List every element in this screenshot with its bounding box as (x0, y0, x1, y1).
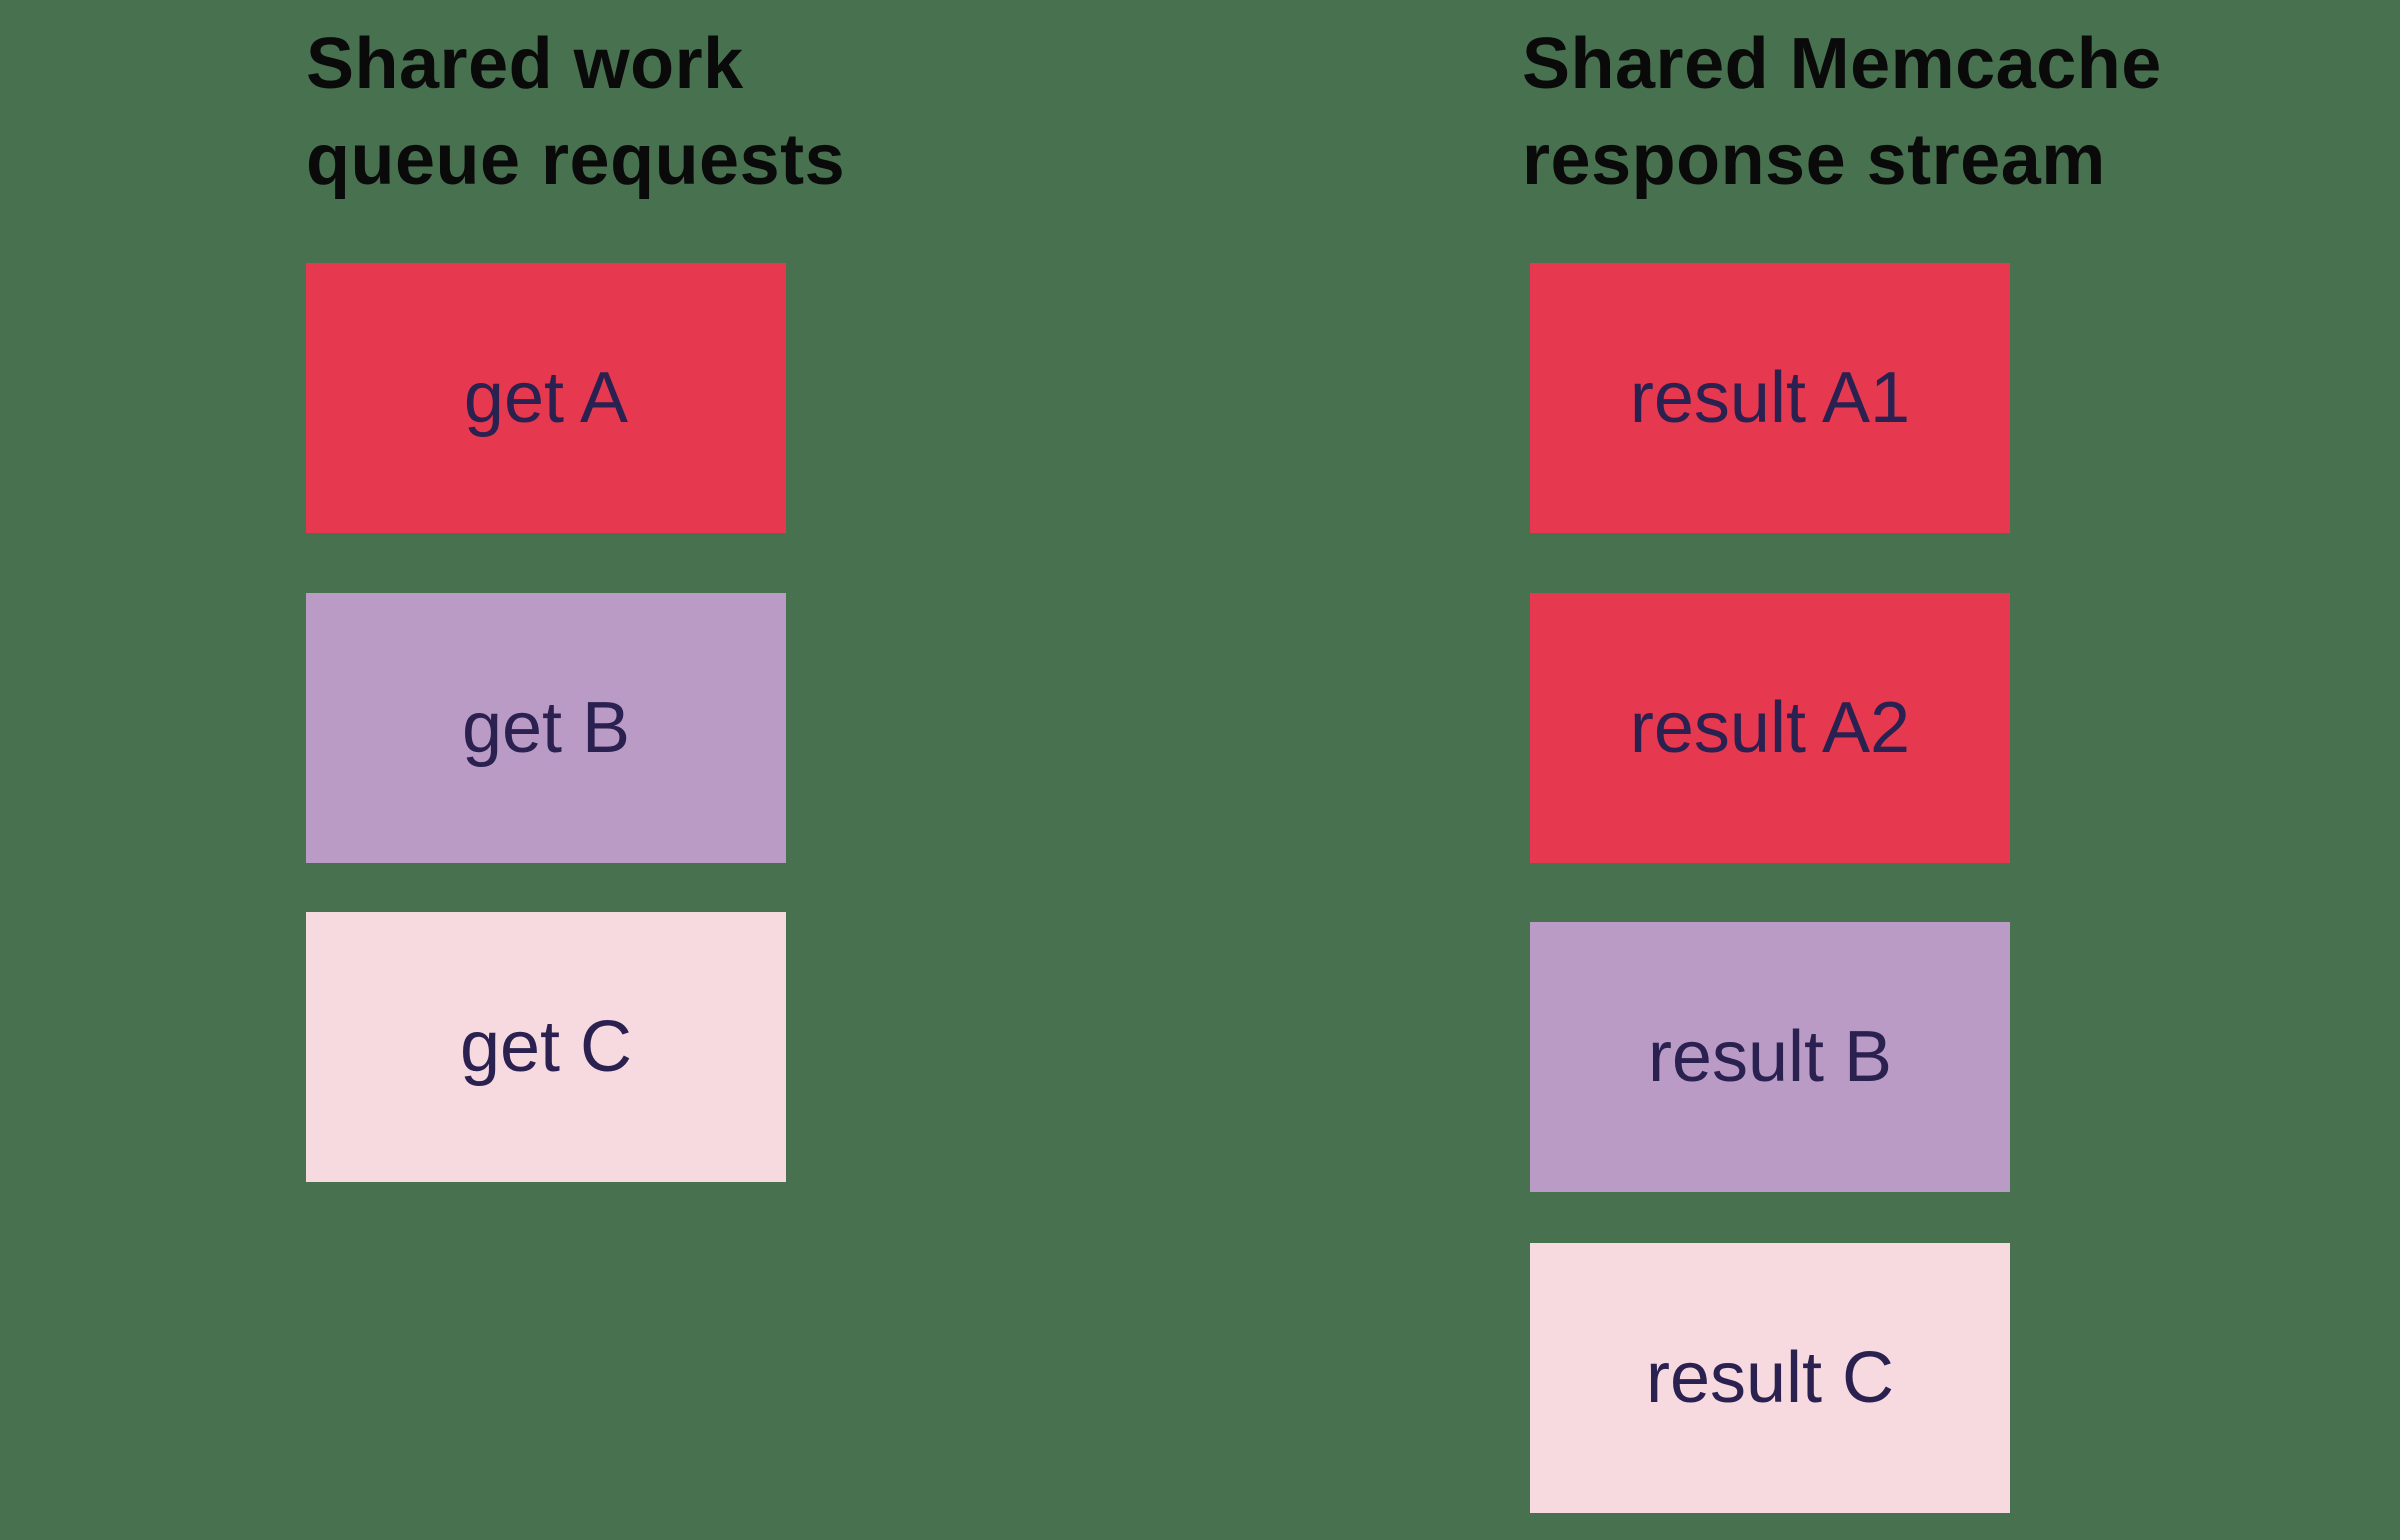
response-box-result-b: result B (1530, 922, 2010, 1192)
right-column-title: Shared Memcache response stream (1522, 16, 2162, 208)
queue-box-get-c: get C (306, 912, 786, 1182)
right-title-line-2: response stream (1522, 120, 2106, 200)
queue-box-get-c-label: get C (459, 1007, 633, 1087)
response-box-result-c-label: result C (1645, 1338, 1895, 1418)
left-column-title: Shared work queue requests (306, 16, 845, 208)
queue-box-get-b: get B (306, 593, 786, 863)
response-box-result-b-label: result B (1647, 1017, 1893, 1097)
response-box-result-a1-label: result A1 (1629, 358, 1911, 438)
response-box-result-a2: result A2 (1530, 593, 2010, 863)
queue-box-get-a: get A (306, 263, 786, 533)
response-box-result-a1: result A1 (1530, 263, 2010, 533)
queue-box-get-b-label: get B (461, 688, 631, 768)
response-box-result-a2-label: result A2 (1629, 688, 1911, 768)
right-title-line-1: Shared Memcache (1522, 24, 2162, 104)
left-title-line-2: queue requests (306, 120, 846, 200)
response-box-result-c: result C (1530, 1243, 2010, 1513)
queue-box-get-a-label: get A (463, 358, 629, 438)
left-title-line-1: Shared work (306, 24, 744, 104)
